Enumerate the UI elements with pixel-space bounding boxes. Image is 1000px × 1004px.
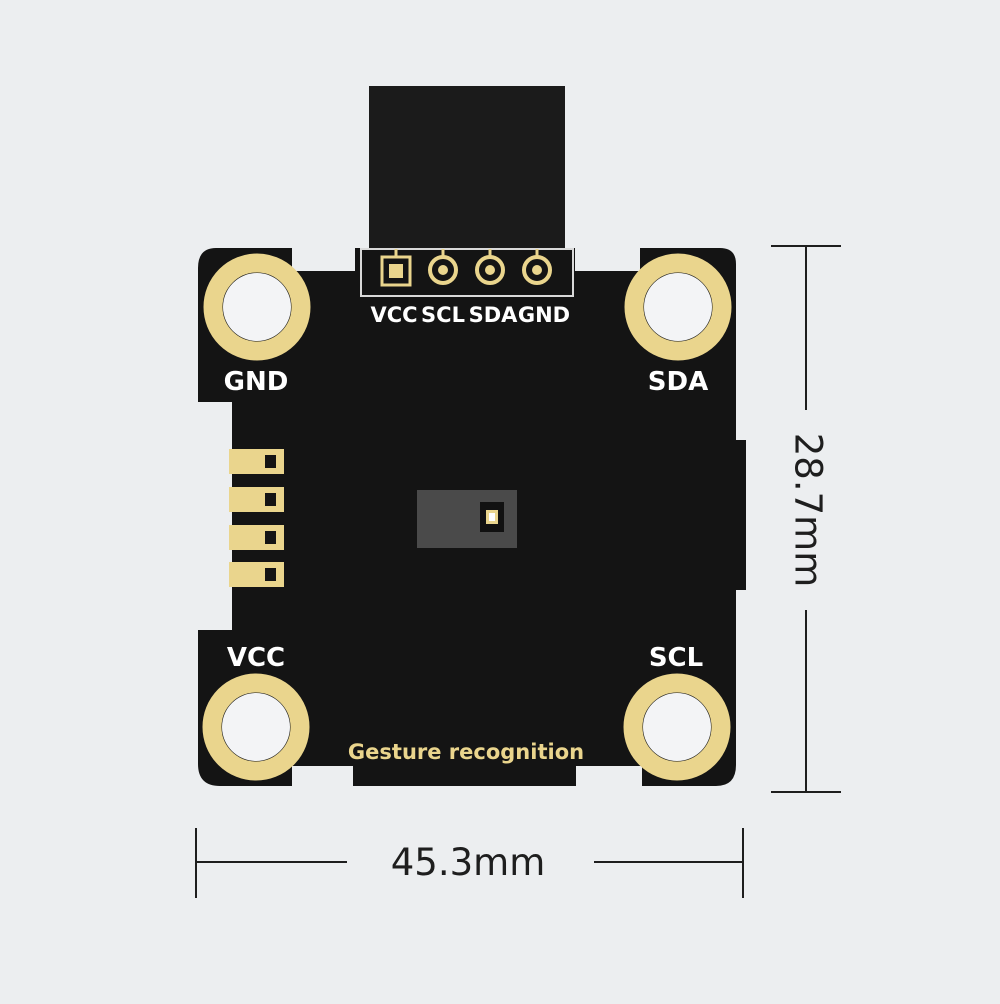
connector-pins xyxy=(380,249,552,287)
pin-label-scl: SCL xyxy=(421,303,465,327)
mounting-hole-bottom-left xyxy=(202,673,310,781)
mounting-hole-top-left-center xyxy=(223,273,291,341)
mounting-hole-top-right-center xyxy=(644,273,712,341)
mounting-hole-bottom-right xyxy=(623,673,731,781)
corner-label-bottom-left: VCC xyxy=(227,643,285,673)
height-dimension xyxy=(771,245,841,793)
sensor-window-core xyxy=(489,513,495,521)
pin-label-gnd: GND xyxy=(518,303,570,327)
mounting-hole-top-left xyxy=(203,253,311,361)
corner-label-bottom-right: SCL xyxy=(649,643,703,673)
edge-pad-3-slot xyxy=(265,531,276,544)
mounting-hole-bottom-left-center xyxy=(222,693,290,761)
connector-housing xyxy=(369,86,565,266)
pin-gnd-dot xyxy=(532,265,542,275)
mounting-holes xyxy=(202,253,732,781)
edge-pad-4-slot xyxy=(265,568,276,581)
height-dimension-label: 28.7mm xyxy=(787,433,830,587)
edge-pad-2-slot xyxy=(265,493,276,506)
corner-label-top-right: SDA xyxy=(648,367,708,397)
pin-scl-dot xyxy=(438,265,448,275)
edge-pad-1-slot xyxy=(265,455,276,468)
mounting-hole-bottom-right-center xyxy=(643,693,711,761)
mounting-hole-top-right xyxy=(624,253,732,361)
pin-label-sda: SDA xyxy=(469,303,519,327)
board-label: Gesture recognition xyxy=(348,740,584,764)
width-dimension-label: 45.3mm xyxy=(391,841,545,884)
pin-label-vcc: VCC xyxy=(370,303,417,327)
corner-label-top-left: GND xyxy=(224,367,289,397)
width-dimension xyxy=(195,828,744,898)
pin-sda-dot xyxy=(485,265,495,275)
pin-vcc-pad xyxy=(389,264,403,278)
pin-header-outline xyxy=(360,248,574,297)
